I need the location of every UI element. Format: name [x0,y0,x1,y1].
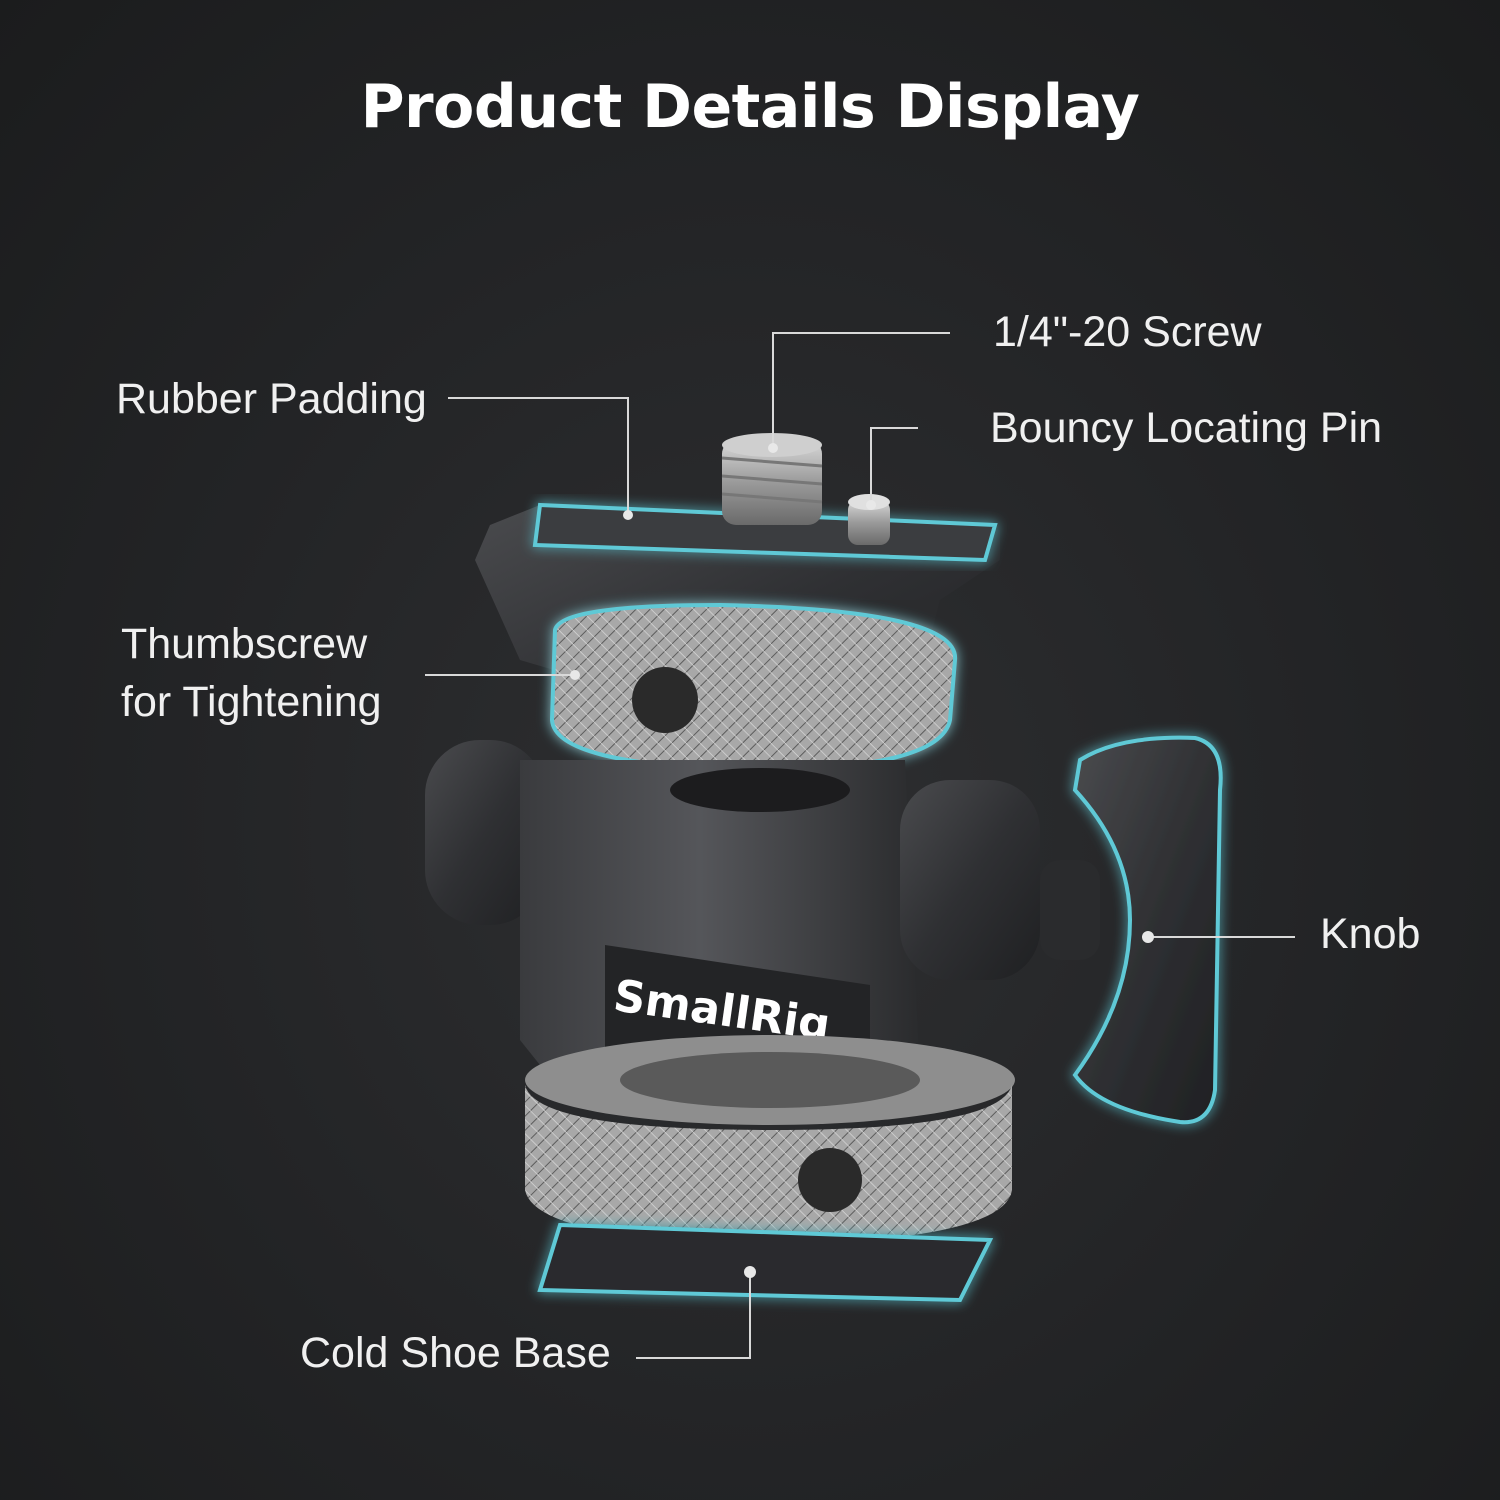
thumbscrew-label: Thumbscrew for Tightening [121,620,382,726]
leader-lines [425,332,1295,1359]
thumbscrew-ring [549,602,958,773]
page-title: Product Details Display [360,72,1140,142]
rubber-padding-highlight [532,502,998,563]
knob-label: Knob [1320,910,1421,958]
screw-label: 1/4"-20 Screw [993,308,1262,356]
locating-pin-label: Bouncy Locating Pin [990,404,1383,452]
lower-ring [525,1035,1015,1245]
cold-shoe-base [537,1222,994,1303]
rubber-padding-label: Rubber Padding [116,375,427,423]
knob-icon [1040,735,1223,1125]
cold-shoe-label: Cold Shoe Base [300,1329,611,1377]
